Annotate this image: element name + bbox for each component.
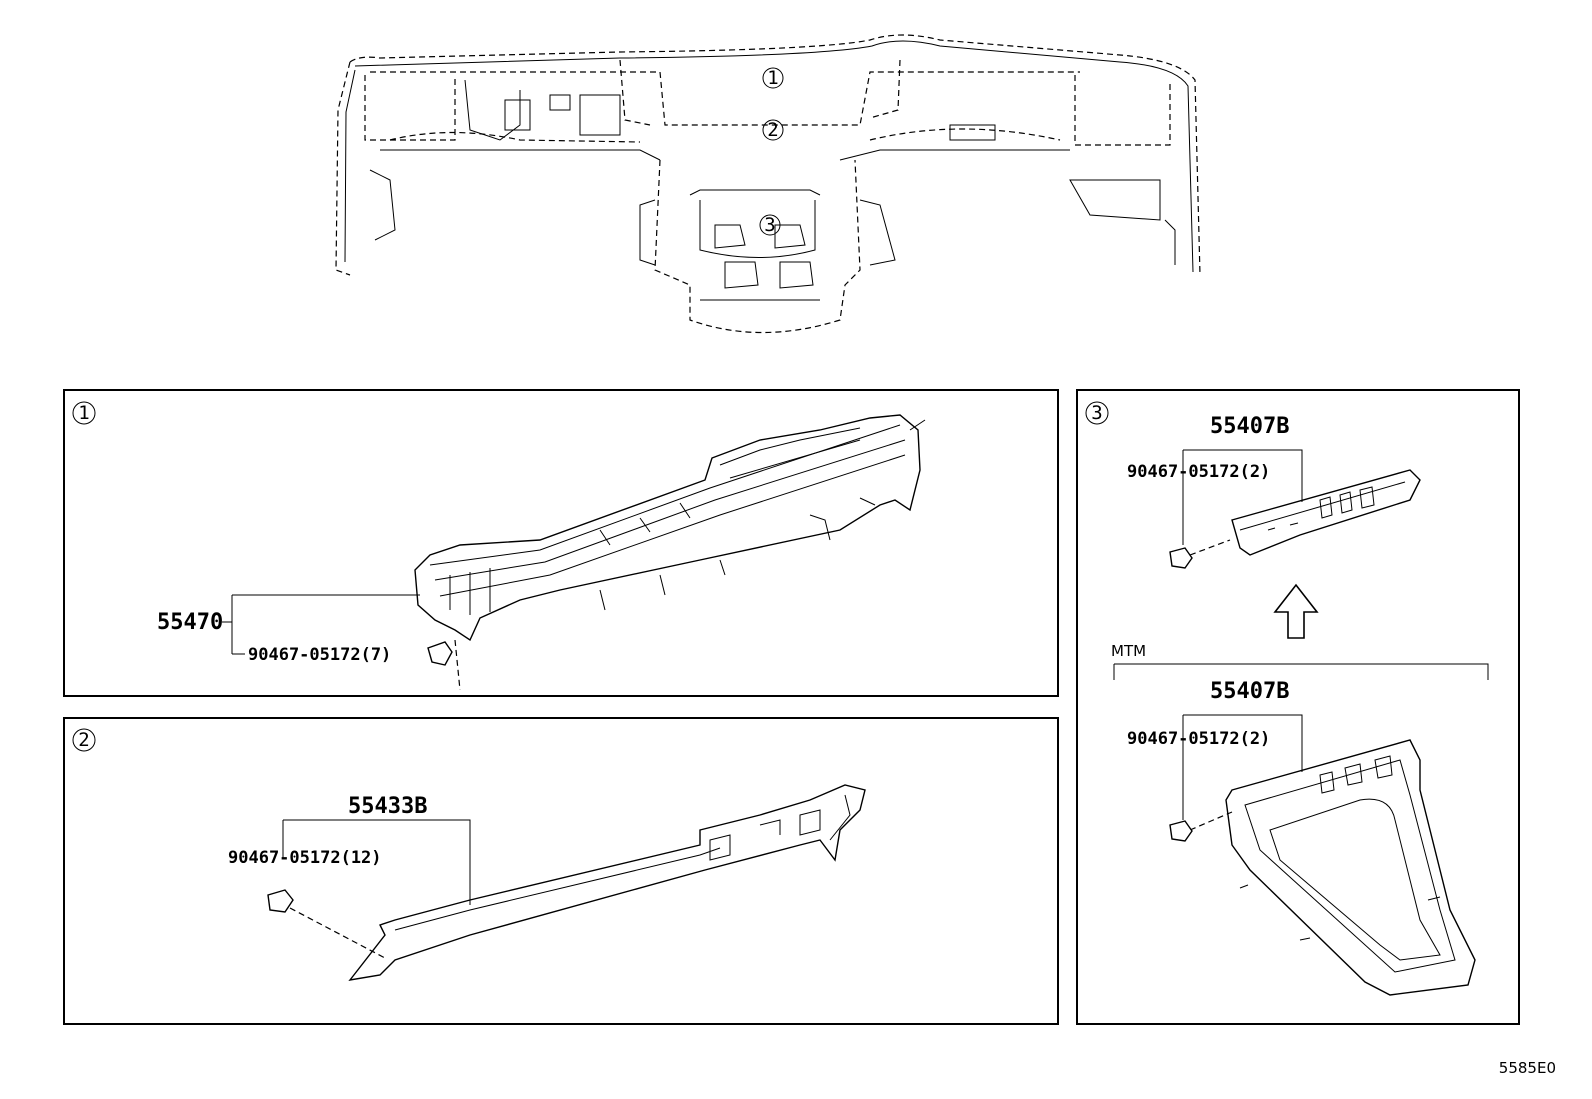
part-number-55407b-top: 55407B	[1210, 414, 1289, 439]
panel-1-clip-dashed-line	[454, 639, 461, 691]
overview-callout-1-label: 1	[767, 67, 778, 89]
panel-3-frame	[1076, 389, 1520, 1025]
panel-3-top-leader	[1182, 449, 1303, 545]
variant-label: MTM	[1111, 642, 1146, 660]
overview-callout-2-label: 2	[767, 119, 778, 141]
panel-2-leader	[282, 819, 471, 905]
panel-3-number-badge	[1085, 401, 1109, 425]
clip-number-panel-1: 90467-05172(7)	[248, 645, 391, 665]
clip-icon-panel-1	[427, 641, 453, 666]
panel-1-leader	[231, 594, 420, 655]
panel-2-number: 2	[78, 729, 89, 751]
detail-panel-3: 3 55407B 90467-05172(2) MTM 55407B	[1076, 389, 1520, 1025]
panel-3-bottom-leader	[1182, 714, 1303, 820]
overview-callout-2	[762, 119, 784, 141]
panel-1-number: 1	[78, 402, 89, 424]
clip-number-panel-3-bottom: 90467-05172(2)	[1127, 729, 1270, 749]
variant-bracket	[1113, 663, 1489, 680]
panel-1-number-badge	[72, 401, 96, 425]
clip-icon-panel-3-bottom	[1169, 820, 1193, 842]
panel-2-frame	[63, 717, 1059, 1025]
clip-icon-panel-2	[267, 889, 294, 913]
clip-number-panel-3-top: 90467-05172(2)	[1127, 462, 1270, 482]
panel-3-number: 3	[1091, 402, 1102, 424]
part-number-55407b-bottom: 55407B	[1210, 679, 1289, 704]
arrow-up-icon	[1273, 583, 1319, 639]
panel-2-number-badge	[72, 728, 96, 752]
panel-3-top-clip-dashed-line	[1189, 539, 1231, 556]
part-55470-illustration	[414, 414, 926, 642]
detail-panel-2: 2 55433B 90467-05172(12)	[63, 717, 1059, 1025]
part-number-55470: 55470	[157, 610, 223, 635]
overview-callout-3	[759, 214, 781, 236]
overview-callout-3-label: 3	[764, 214, 775, 236]
part-55407b-top-illustration	[1231, 469, 1421, 556]
panel-1-frame	[63, 389, 1059, 697]
part-55433b-illustration	[348, 784, 866, 981]
clip-number-panel-2: 90467-05172(12)	[228, 848, 382, 868]
detail-panel-1: 1 55470 90467-05172(7)	[63, 389, 1059, 697]
panel-2-clip-dashed-line	[289, 907, 386, 959]
panel-3-bottom-clip-dashed-line	[1189, 811, 1233, 831]
clip-icon-panel-3-top	[1169, 547, 1193, 569]
part-number-55433b: 55433B	[348, 794, 427, 819]
instrument-panel-overview: 1 2 3	[335, 34, 1201, 334]
part-55407b-bottom-illustration	[1225, 739, 1476, 996]
overview-callout-1	[762, 67, 784, 89]
figure-code: 5585E0	[1499, 1059, 1556, 1077]
